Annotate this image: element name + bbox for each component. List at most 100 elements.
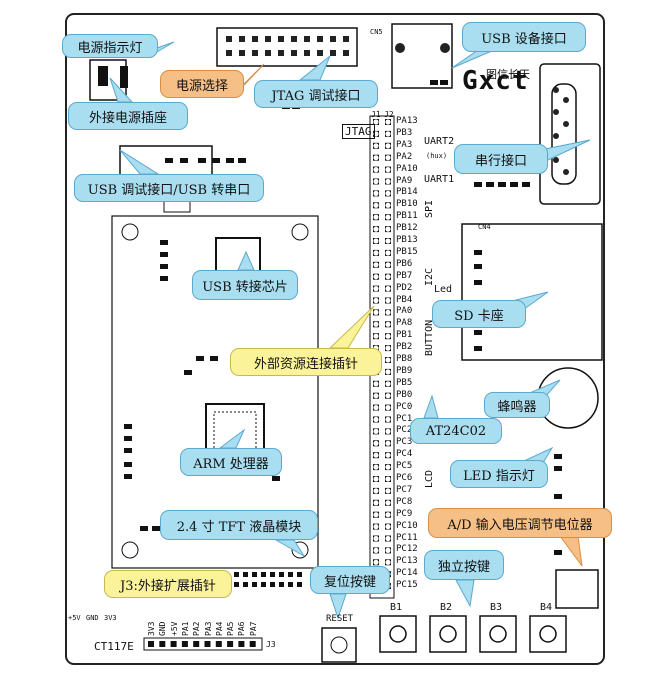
pin-label: PB12 [396, 223, 418, 234]
pin-label: PC10 [396, 520, 418, 531]
tft-module-outline [111, 215, 319, 569]
pin-label: PB8 [396, 354, 413, 364]
callout-usb-device: USB 设备接口 [462, 22, 586, 52]
pin-label: PC4 [396, 449, 413, 460]
bottom-pin-label: PA2 [192, 621, 202, 636]
callout-usb-debug: USB 调试接口/USB 转串口 [74, 174, 264, 202]
reset-button-component [321, 627, 357, 663]
bottom-pin-label: +5V [169, 621, 179, 636]
pin-label: PB2 [396, 342, 413, 353]
pin-label: PB9 [396, 365, 413, 376]
power-pin-label: 3V3 [104, 614, 117, 622]
button-label: B1 [390, 602, 403, 613]
callout-buzzer: 蜂鸣器 [484, 392, 550, 418]
pin-label: PA9 [396, 175, 413, 186]
brand-name: 图信长天 [486, 68, 530, 81]
callout-tft-module: 2.4 寸 TFT 液晶模块 [160, 510, 318, 540]
pin-label: PC3 [396, 437, 413, 448]
pin-label: PC12 [396, 544, 418, 555]
lcd-group-label: LCD [424, 469, 435, 488]
pin-label: PB1 [396, 330, 413, 341]
callout-jtag-debug: JTAG 调试接口 [254, 80, 378, 108]
pin-label: PC8 [396, 496, 413, 507]
pin-label: PA0 [396, 306, 413, 317]
bottom-pin-label: 3V3 [147, 621, 156, 636]
callout-user-buttons: 独立按键 [424, 550, 504, 580]
pin-label: PB4 [396, 294, 413, 305]
pin-label: PB13 [396, 235, 418, 245]
potentiometer [555, 569, 599, 609]
uart1-label: UART1 [424, 174, 455, 185]
jtag-label: JTAG [342, 124, 375, 139]
bottom-pin-label: PA6 [237, 621, 247, 636]
pin-label: PA2 [396, 151, 413, 162]
pin-label: PC9 [396, 508, 413, 519]
uart2-sub-label: (hux) [426, 152, 448, 160]
callout-led-indicator: LED 指示灯 [450, 460, 548, 488]
callout-reset-button: 复位按键 [310, 566, 390, 594]
pin-label: PB14 [396, 187, 418, 198]
bottom-pin-label: PA5 [226, 621, 236, 636]
pin-label: PB5 [396, 377, 413, 388]
pin-label: PC13 [396, 556, 418, 567]
power-pin-label: GND [86, 614, 99, 622]
extension-pin-header [234, 572, 302, 587]
brand-logo: Gxct [462, 66, 529, 96]
pin-label: PC5 [396, 461, 413, 472]
pin-label: PB3 [396, 127, 413, 138]
pin-label: PC7 [396, 484, 413, 495]
pin-label: PC11 [396, 532, 418, 543]
pin-label: PC1 [396, 413, 413, 424]
pin-label: PC14 [396, 568, 418, 579]
callout-eeprom: AT24C02 [410, 418, 502, 444]
user-buttons-component [379, 615, 567, 653]
cn4-label: CN4 [478, 223, 491, 231]
bottom-pin-label: PA4 [214, 621, 224, 636]
spi-label: SPI [424, 199, 435, 218]
led-group-label: Led [434, 284, 453, 295]
serial-connector [539, 63, 601, 205]
bottom-pin-label: PA1 [180, 621, 190, 636]
callout-usb-chip: USB 转接芯片 [192, 270, 298, 300]
j2-label: J2 [384, 110, 394, 119]
power-socket [89, 59, 128, 101]
callout-power-select: 电源选择 [160, 70, 244, 98]
pin-label: PB11 [396, 211, 418, 222]
model-label: CT117E [94, 640, 134, 653]
bottom-pin-label: PA3 [203, 621, 213, 636]
pin-label: PB6 [396, 258, 413, 269]
callout-power-led: 电源指示灯 [62, 34, 158, 58]
uart2-label: UART2 [424, 136, 455, 147]
button-label: B2 [440, 602, 453, 613]
reset-label: RESET [326, 614, 354, 624]
button-label: B4 [540, 602, 553, 613]
jtag-header [216, 27, 358, 67]
pin-label: PB7 [396, 270, 413, 281]
bottom-pin-label: PA7 [248, 621, 258, 636]
pin-label: PB0 [396, 389, 413, 400]
power-pin-label: +5V [68, 614, 81, 622]
callout-j3-header: J3:外接扩展插针 [104, 570, 232, 598]
pin-label: PC6 [396, 473, 413, 483]
bottom-pin-label: GND [158, 621, 168, 636]
callout-ext-power: 外接电源插座 [68, 102, 188, 130]
j1-label: J1 [371, 110, 381, 119]
callout-pot: A/D 输入电压调节电位器 [428, 508, 612, 538]
pin-label: PA10 [396, 163, 418, 174]
pin-label: PD2 [396, 282, 413, 293]
pin-label: PB10 [396, 199, 418, 210]
pin-label: PB15 [396, 246, 418, 257]
pin-label: PC15 [396, 580, 418, 591]
j3-label: J3 [266, 640, 276, 649]
callout-ext-connector: 外部资源连接插针 [230, 348, 382, 376]
usb-device-connector [391, 23, 453, 89]
pin-label: PA13 [396, 116, 418, 126]
pin-label: PC2 [396, 425, 413, 436]
pin-label: PA3 [396, 139, 413, 150]
callout-serial-port: 串行接口 [454, 144, 548, 174]
callout-arm-cpu: ARM 处理器 [180, 448, 282, 476]
button-label: B3 [490, 602, 503, 613]
pin-label: PC0 [396, 401, 413, 412]
cn5-label: CN5 [370, 28, 383, 36]
button-group-label: BUTTON [424, 319, 435, 356]
